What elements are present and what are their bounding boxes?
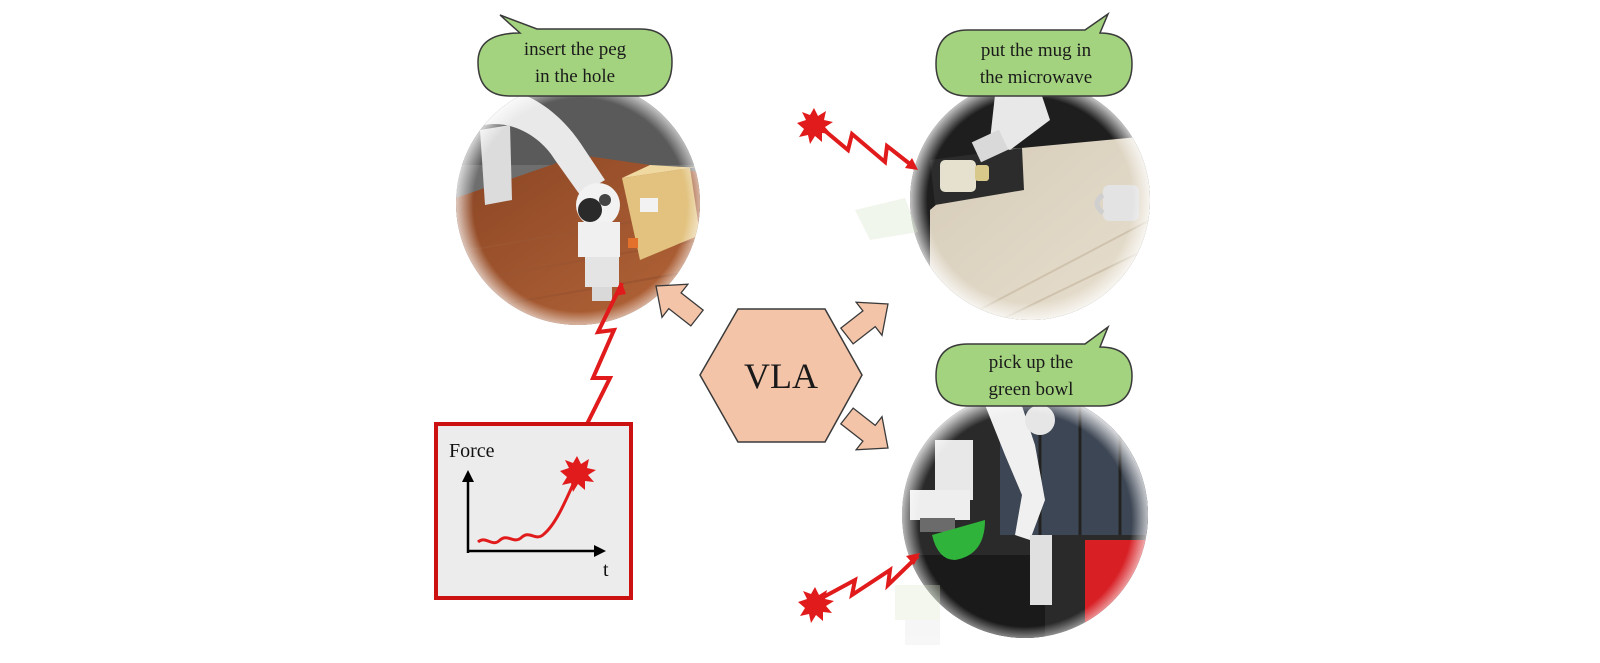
arrow-to-bowl-task bbox=[839, 407, 889, 451]
force-spike-burst-icon bbox=[560, 456, 596, 492]
task-text-bowl-line1: pick up the bbox=[989, 352, 1073, 373]
force-axis-label: Force bbox=[449, 440, 495, 462]
y-axis-arrow-icon bbox=[462, 470, 474, 482]
arrow-to-peg-task bbox=[655, 283, 705, 327]
green-bowl-photo bbox=[902, 392, 1148, 638]
arrow-to-mug-task bbox=[839, 301, 889, 345]
force-curve bbox=[477, 479, 577, 545]
vla-hexagon: VLA bbox=[699, 308, 863, 443]
force-plot: Force t bbox=[434, 422, 633, 600]
vla-label: VLA bbox=[744, 356, 818, 396]
lightning-bolt-bowl bbox=[817, 553, 920, 602]
task-text-bowl-line2: green bowl bbox=[989, 379, 1074, 400]
collision-burst-icon bbox=[797, 108, 833, 144]
lightning-bolt-force bbox=[583, 282, 626, 429]
task-bubble-bowl: pick up the green bowl bbox=[935, 324, 1133, 407]
lightning-bolt-mug bbox=[816, 123, 918, 170]
task-text-mug-line1: put the mug in bbox=[981, 40, 1092, 61]
mug-photo-ghost bbox=[855, 198, 918, 240]
bowl-photo-ghost bbox=[895, 585, 940, 645]
task-text-peg-line1: insert the peg bbox=[524, 39, 627, 60]
task-text-mug-line2: the microwave bbox=[980, 67, 1092, 88]
time-axis-label: t bbox=[603, 559, 609, 581]
task-text-peg-line2: in the hole bbox=[535, 66, 615, 87]
mug-microwave-photo bbox=[910, 80, 1150, 320]
x-axis-arrow-icon bbox=[594, 545, 606, 557]
collision-burst-icon bbox=[798, 587, 834, 623]
task-bubble-mug: put the mug in the microwave bbox=[935, 11, 1133, 97]
task-bubble-peg: insert the peg in the hole bbox=[477, 14, 673, 97]
